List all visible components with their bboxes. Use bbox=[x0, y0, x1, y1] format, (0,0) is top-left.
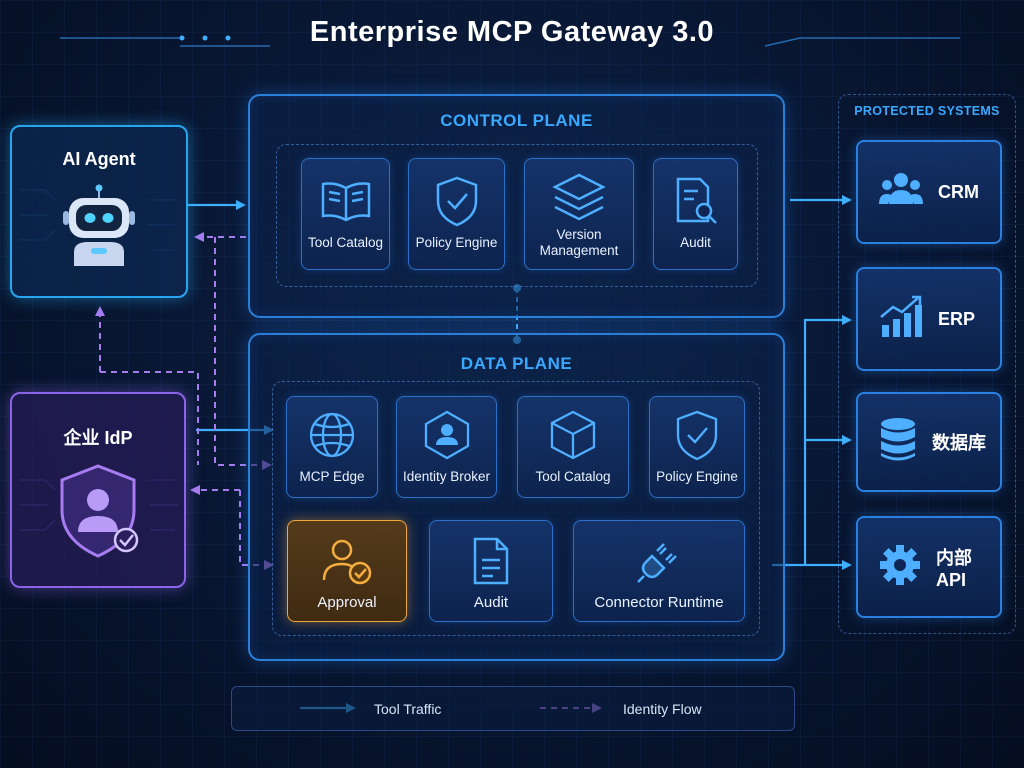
cp-tool-catalog-card[interactable]: Tool Catalog bbox=[301, 158, 390, 270]
users-icon bbox=[878, 170, 924, 215]
cp-version-management-label: Version Management bbox=[539, 227, 619, 258]
layers-icon bbox=[551, 169, 607, 225]
dp-audit-card[interactable]: Audit bbox=[429, 520, 553, 622]
control-plane-group bbox=[276, 144, 758, 287]
user-check-icon bbox=[320, 533, 374, 589]
cp-version-management-card[interactable]: Version Management bbox=[524, 158, 634, 270]
data-plane-title: DATA PLANE bbox=[460, 354, 573, 373]
database-icon bbox=[878, 417, 918, 468]
dp-mcp-edge-card[interactable]: MCP Edge bbox=[286, 396, 378, 498]
legend-identity-flow: Identity Flow bbox=[623, 701, 702, 717]
system-internal-api-card[interactable]: 内部 API bbox=[856, 516, 1002, 618]
plug-icon bbox=[634, 533, 684, 589]
dp-tool-catalog-label: Tool Catalog bbox=[535, 469, 611, 484]
dp-approval-label: Approval bbox=[317, 594, 377, 611]
document-search-icon bbox=[672, 173, 720, 229]
system-crm-card[interactable]: CRM bbox=[856, 140, 1002, 244]
cp-audit-label: Audit bbox=[680, 235, 711, 250]
system-internal-api-label: 内部 API bbox=[936, 547, 972, 590]
globe-icon bbox=[307, 407, 357, 463]
shield-check-icon bbox=[434, 173, 480, 229]
enterprise-idp-box[interactable]: 企业 IdP bbox=[10, 392, 186, 588]
legend: Tool Traffic Identity Flow bbox=[231, 686, 795, 731]
ai-agent-label: AI Agent bbox=[62, 149, 136, 169]
dp-connector-runtime-label: Connector Runtime bbox=[594, 594, 724, 611]
dp-identity-broker-label: Identity Broker bbox=[402, 469, 491, 484]
user-shield-icon bbox=[48, 460, 148, 565]
shield-check-icon bbox=[674, 407, 720, 463]
bar-chart-icon bbox=[878, 295, 924, 344]
cp-policy-engine-label: Policy Engine bbox=[415, 235, 498, 250]
document-icon bbox=[469, 533, 513, 589]
dp-policy-engine-card[interactable]: Policy Engine bbox=[649, 396, 745, 498]
identity-hex-icon bbox=[421, 407, 473, 463]
data-plane-group bbox=[272, 381, 760, 636]
cp-audit-card[interactable]: Audit bbox=[653, 158, 738, 270]
diagram-title: Enterprise MCP Gateway 3.0 bbox=[309, 16, 715, 48]
book-icon bbox=[319, 173, 373, 229]
dp-mcp-edge-label: MCP Edge bbox=[299, 469, 365, 484]
gear-icon bbox=[878, 543, 922, 592]
system-erp-card[interactable]: ERP bbox=[856, 267, 1002, 371]
cp-policy-engine-card[interactable]: Policy Engine bbox=[408, 158, 505, 270]
system-erp-label: ERP bbox=[938, 308, 976, 329]
protected-systems-title: PROTECTED SYSTEMS bbox=[854, 104, 1000, 118]
dp-policy-engine-label: Policy Engine bbox=[656, 469, 738, 484]
dp-identity-broker-card[interactable]: Identity Broker bbox=[396, 396, 497, 498]
dp-tool-catalog-card[interactable]: Tool Catalog bbox=[517, 396, 629, 498]
system-database-card[interactable]: 数据库 bbox=[856, 392, 1002, 492]
dp-approval-card[interactable]: Approval bbox=[287, 520, 407, 622]
cp-tool-catalog-label: Tool Catalog bbox=[307, 235, 384, 250]
system-crm-label: CRM bbox=[938, 181, 979, 202]
control-plane-title: CONTROL PLANE bbox=[440, 111, 593, 130]
robot-icon bbox=[54, 178, 144, 273]
system-database-label: 数据库 bbox=[932, 433, 986, 453]
protected-systems-panel: PROTECTED SYSTEMS bbox=[838, 94, 1016, 634]
cube-icon bbox=[548, 407, 598, 463]
enterprise-idp-label: 企业 IdP bbox=[63, 428, 133, 448]
ai-agent-box[interactable]: AI Agent bbox=[10, 125, 188, 298]
dp-connector-runtime-card[interactable]: Connector Runtime bbox=[573, 520, 745, 622]
legend-tool-traffic: Tool Traffic bbox=[374, 701, 442, 717]
dp-audit-label: Audit bbox=[473, 594, 509, 611]
